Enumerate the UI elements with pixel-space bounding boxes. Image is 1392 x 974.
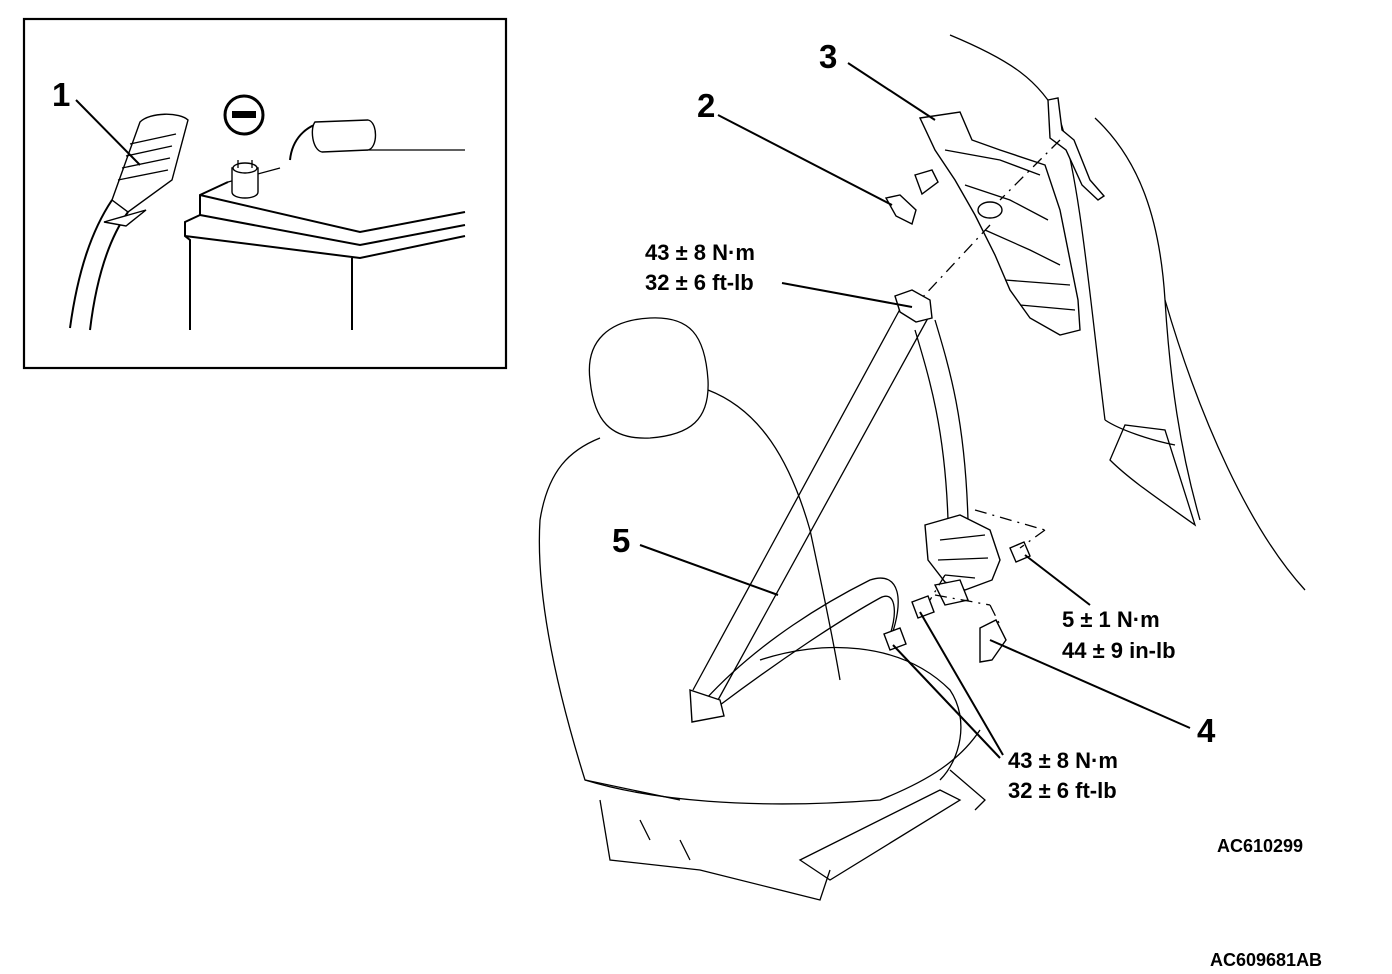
alignment-lines — [919, 139, 1061, 626]
leader-2 — [717, 114, 893, 206]
leader-1 — [75, 99, 141, 166]
shoulder-anchor — [894, 289, 933, 323]
leader-torque-lower-b — [892, 644, 1001, 759]
torque-retractor-imperial: 44 ± 9 in-lb — [1062, 638, 1176, 663]
body-pillar — [949, 34, 1306, 591]
retractor-screw — [1009, 541, 1031, 563]
retractor — [924, 514, 1001, 606]
inset-frame — [22, 17, 508, 370]
callout-1: 1 — [52, 76, 70, 113]
figure-code-inner: AC610299 — [1217, 836, 1303, 856]
figure-code-outer: AC609681AB — [1210, 950, 1322, 970]
battery — [184, 119, 466, 330]
torque-retractor-metric: 5 ± 1 N·m — [1062, 607, 1160, 632]
leader-3 — [847, 62, 936, 121]
torque-lower-imperial: 32 ± 6 ft-lb — [1008, 778, 1117, 803]
leader-4 — [989, 639, 1191, 729]
minus-terminal-icon — [223, 94, 265, 136]
leader-torque-retractor — [1024, 554, 1091, 606]
pillar-trim — [918, 111, 1081, 336]
leader-5 — [639, 544, 779, 596]
callout-4: 4 — [1197, 712, 1216, 749]
tongue-plate — [689, 689, 725, 723]
upper-anchor-cover — [884, 169, 939, 226]
negative-cable — [69, 113, 189, 331]
torque-lower-metric: 43 ± 8 N·m — [1008, 748, 1118, 773]
torque-upper-metric: 43 ± 8 N·m — [645, 240, 755, 265]
callout-2: 2 — [697, 87, 715, 124]
torque-upper-imperial: 32 ± 6 ft-lb — [645, 270, 754, 295]
callout-3: 3 — [819, 38, 837, 75]
leader-torque-upper — [781, 282, 913, 308]
battery-inset: 1 — [22, 17, 508, 370]
seat-anchor-bolt — [883, 627, 907, 651]
seat-belt-webbing — [689, 289, 969, 723]
seat — [538, 317, 986, 901]
lower-anchor-bolt — [911, 595, 935, 619]
leader-torque-lower-a — [919, 611, 1004, 756]
callout-5: 5 — [612, 522, 630, 559]
